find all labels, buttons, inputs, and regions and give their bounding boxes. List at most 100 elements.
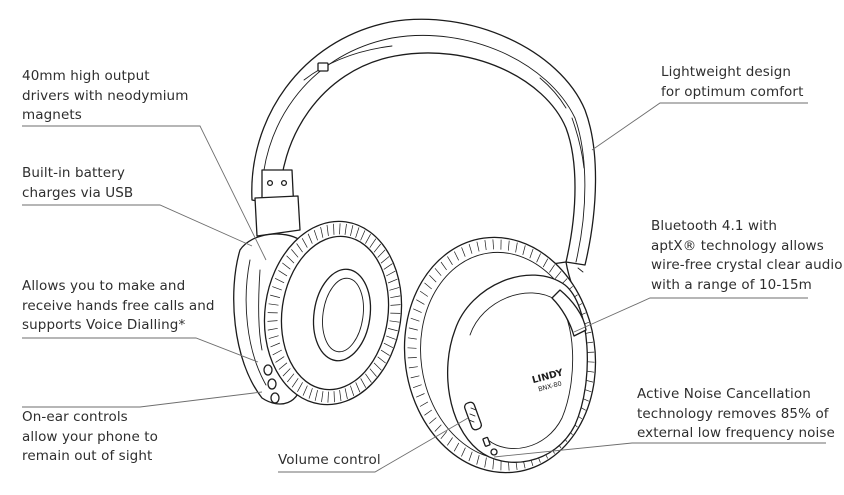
leader-line-drivers xyxy=(22,125,267,261)
cushion-pleat xyxy=(386,335,396,340)
cushion-pleat xyxy=(326,224,329,236)
cushion-pleat xyxy=(410,375,420,379)
cushion-pleat xyxy=(369,368,377,377)
cushion-pleat xyxy=(268,303,279,306)
cushion-pleat xyxy=(272,286,282,291)
cushion-pleat xyxy=(267,327,278,331)
cushion-pleat xyxy=(429,417,437,424)
cushion-pleat xyxy=(278,270,288,277)
cushion-pleat xyxy=(447,256,453,265)
cushion-pleat xyxy=(389,320,400,323)
cushion-pleat xyxy=(542,258,549,268)
cushion-pleat xyxy=(408,366,418,369)
cushion-pleat xyxy=(282,262,291,270)
cushion-pleat xyxy=(434,268,442,276)
cushion-pleat xyxy=(287,373,295,383)
cushion-pleat xyxy=(419,290,429,297)
cushion-pleat xyxy=(278,362,288,370)
cushion-pleat xyxy=(389,287,400,291)
cushion-pleat xyxy=(419,401,429,407)
callout-battery: Built-in battery charges via USB xyxy=(22,165,134,201)
cushion-pleat xyxy=(274,277,285,284)
callout-controls: On-ear controls allow your phone to rema… xyxy=(22,409,159,464)
cushion-pleat xyxy=(350,225,354,236)
cushion-pleat xyxy=(390,304,401,306)
cushion-pleat xyxy=(339,223,341,235)
cushion-pleat xyxy=(308,388,313,399)
cushion-pleat xyxy=(440,431,448,440)
leader-line-volume xyxy=(278,417,469,473)
cushion-pleat xyxy=(453,251,460,261)
cushion-pleat xyxy=(320,227,324,238)
cushion-pleat xyxy=(424,282,432,290)
cushion-pleat xyxy=(515,242,518,253)
cushion-pleat xyxy=(344,223,347,235)
cushion-pleat xyxy=(272,349,282,356)
cushion-pleat xyxy=(387,278,398,284)
cushion-pleat xyxy=(333,391,335,403)
cushion-pleat xyxy=(388,328,398,332)
cushion-pleat xyxy=(291,249,299,258)
cushion-pleat xyxy=(344,388,348,399)
cushion-pleat xyxy=(492,239,494,250)
cushion-pleat xyxy=(339,390,342,402)
cushion-pleat xyxy=(307,233,313,244)
leader-line-controls xyxy=(22,391,263,408)
leader-line-anc xyxy=(493,442,826,458)
cushion-pleat xyxy=(313,229,318,241)
cushion-pleat xyxy=(434,424,442,432)
cushion-pleat xyxy=(270,342,281,348)
cushion-pleat xyxy=(447,437,453,446)
cushion-pleat xyxy=(360,230,366,241)
cushion-pleat xyxy=(377,249,386,258)
cushion-pleat xyxy=(275,356,285,363)
cushion-pleat xyxy=(554,270,562,279)
cushion-pleat xyxy=(291,378,299,388)
cushion-pleat xyxy=(297,382,303,392)
cushion-pleat xyxy=(282,368,291,377)
cushion-pleat xyxy=(365,234,371,244)
leader-line-battery xyxy=(22,204,253,247)
callout-bluetooth: Bluetooth 4.1 with aptX® technology allo… xyxy=(651,218,843,293)
cushion-pleat xyxy=(369,238,377,248)
cushion-pleat xyxy=(365,373,372,383)
cushion-pleat xyxy=(321,391,324,403)
callout-lightweight: Lightweight design for optimum comfort xyxy=(661,64,804,100)
cushion-pleat xyxy=(453,442,460,452)
cushion-pleat xyxy=(410,317,420,322)
callout-calls: Allows you to make and receive hands fre… xyxy=(22,278,215,333)
cushion-pleat xyxy=(522,245,526,255)
cushion-pleat xyxy=(549,264,555,273)
cushion-pleat xyxy=(268,335,279,339)
cushion-pleat xyxy=(267,320,278,322)
leader-line-calls xyxy=(22,337,259,363)
cushion-pleat xyxy=(286,255,295,264)
cushion-pleat xyxy=(468,243,473,254)
cushion-pleat xyxy=(416,299,425,305)
callout-anc: Active Noise Cancellation technology rem… xyxy=(637,386,835,441)
cushion-pleat xyxy=(383,263,393,270)
cushion-pleat xyxy=(355,227,360,238)
cushion-pleats xyxy=(267,223,401,403)
cushion-pleat xyxy=(416,393,425,398)
cushion-pleat xyxy=(484,240,487,251)
cushion-pleat xyxy=(424,409,433,416)
cushion-pleat xyxy=(377,356,386,364)
cushion-pleat xyxy=(484,457,487,468)
cushion-pleat xyxy=(440,261,447,271)
cushion-pleat xyxy=(390,295,401,299)
cushion-pleat xyxy=(360,378,367,388)
cushion-pleat xyxy=(314,390,318,401)
cushion-pleat xyxy=(407,347,417,349)
cushion-pleat xyxy=(380,349,390,356)
cushion-pleat xyxy=(355,382,361,393)
cushion-pleat xyxy=(373,362,382,371)
leader-line-lightweight xyxy=(591,102,808,151)
cushion-pleat xyxy=(476,455,480,465)
cushion-pleat xyxy=(383,342,394,349)
cushion-pleat xyxy=(429,275,437,283)
cushion-pleat xyxy=(461,447,466,457)
callout-volume: Volume control xyxy=(278,452,381,468)
callout-drivers: 40mm high output drivers with neodymium … xyxy=(22,68,189,123)
